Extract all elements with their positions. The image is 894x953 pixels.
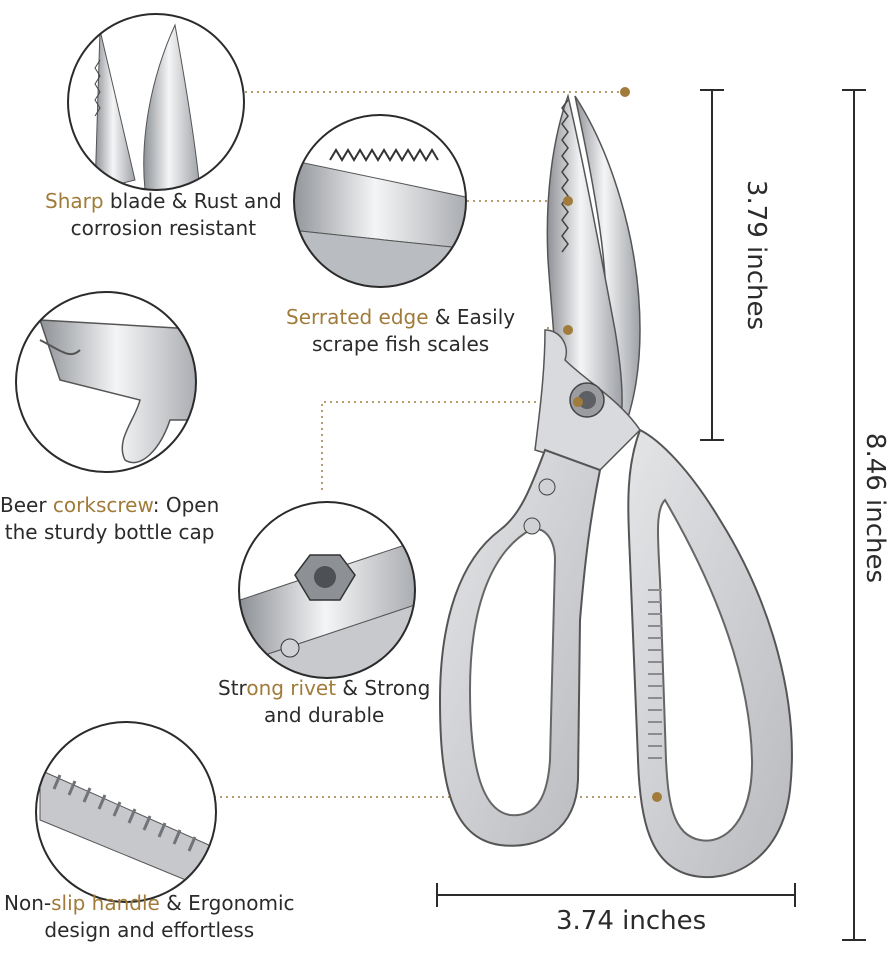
marker-dots	[563, 87, 662, 802]
feature-label-strong-rivet: Strong rivet & Strong and durable	[218, 676, 431, 727]
detail-rivet-nut	[238, 501, 416, 679]
detail-grip-handle	[35, 721, 217, 903]
dimension-lines	[436, 89, 866, 941]
detail-blade-tips	[67, 13, 245, 191]
feature-label-serrated-edge: Serrated edge & Easily scrape fish scale…	[286, 305, 516, 356]
width-label: 3.74 inches	[556, 906, 707, 936]
feature-label-bottle-opener: Beer corkscrew: Open the sturdy bottle c…	[0, 493, 220, 544]
blade-length-label: 3.79 inches	[741, 179, 771, 331]
scissors-icon	[438, 93, 793, 879]
total-length-label: 8.46 inches	[860, 432, 890, 584]
feature-label-non-slip-handle: Non-slip handle & Ergonomic design and e…	[4, 891, 295, 942]
detail-serrated-edge	[293, 114, 467, 288]
detail-bottle-opener	[15, 291, 197, 473]
feature-label-sharp-blade: Sharp blade & Rust and corrosion resista…	[45, 189, 282, 240]
